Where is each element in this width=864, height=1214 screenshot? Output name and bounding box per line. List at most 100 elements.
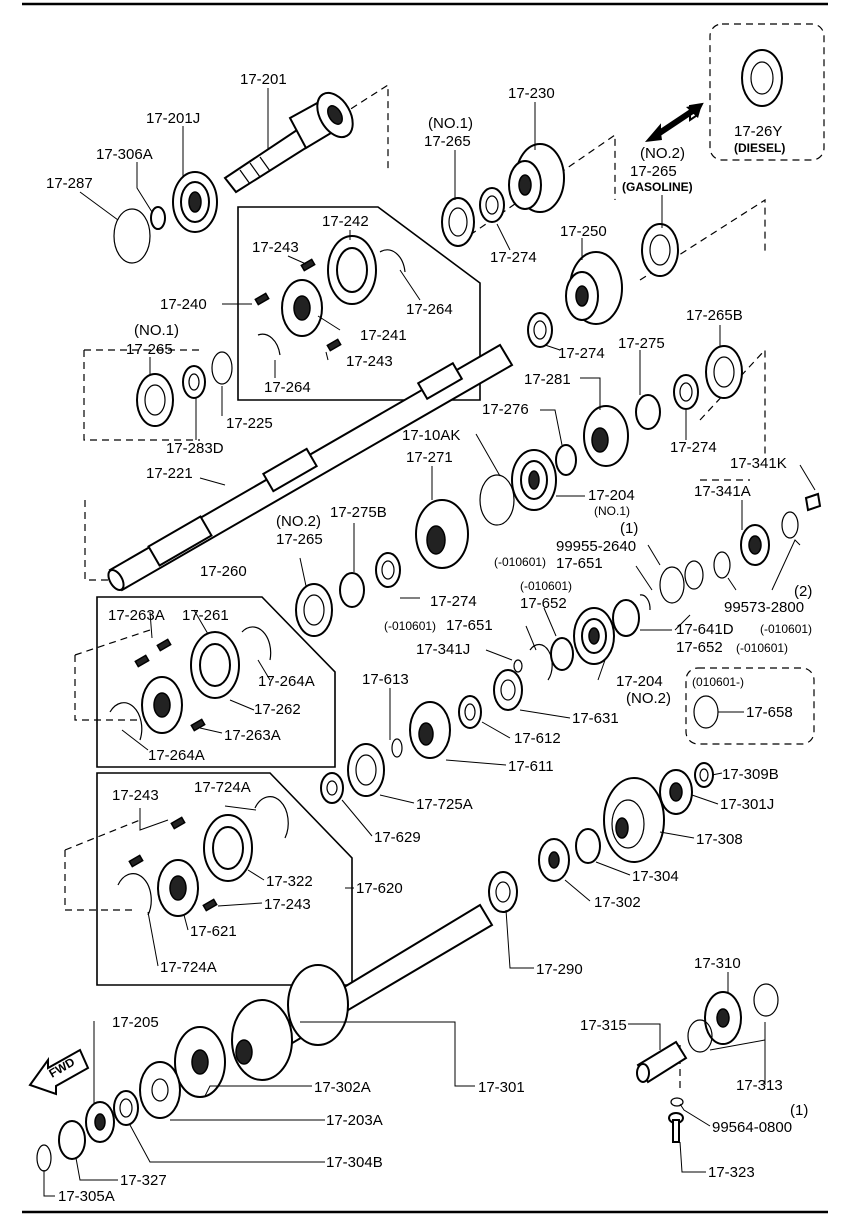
label-17-724a-b: 17-724A <box>160 959 217 976</box>
label-17-265-c: 17-265 <box>126 341 173 358</box>
label-17-613: 17-613 <box>362 671 409 688</box>
sleeve-17-322 <box>203 814 253 882</box>
counter-shaft-17-301 <box>231 903 494 1081</box>
label-17-274-b: 17-274 <box>558 345 605 362</box>
label-17-341k: 17-341K <box>730 455 787 472</box>
label-17-221: 17-221 <box>146 465 193 482</box>
guide-no1-265-left <box>83 350 200 441</box>
guide-main-shaft <box>84 500 110 581</box>
spring-17-264-b <box>257 333 281 356</box>
label-010601-a: (-010601) <box>494 555 546 569</box>
label-17-652-b: 17-652 <box>676 639 723 656</box>
label-17-641d: 17-641D <box>676 621 734 638</box>
synchro-ring-17-265-no2-a <box>641 223 679 277</box>
label-q1-b: (1) <box>790 1102 808 1119</box>
label-010601-e: (-010601) <box>736 641 788 655</box>
label-17-250: 17-250 <box>560 223 607 240</box>
guide-input-shaft <box>239 83 389 181</box>
label-17-271: 17-271 <box>406 449 453 466</box>
sleeve-17-275b <box>339 572 365 608</box>
gear-17-302 <box>538 838 570 882</box>
label-17-301j: 17-301J <box>720 796 774 813</box>
label-99564-0800: 99564-0800 <box>712 1119 792 1136</box>
fwd-arrow-icon <box>28 1048 90 1096</box>
label-17-10ak: 17-10AK <box>402 427 460 444</box>
label-17-302a: 17-302A <box>314 1079 371 1096</box>
label-99573-2800: 99573-2800 <box>724 599 804 616</box>
washer-17-276 <box>555 444 577 476</box>
bolt-17-323 <box>668 1112 684 1143</box>
label-17-204-b: 17-204 <box>616 673 663 690</box>
label-no1-b: (NO.1) <box>134 322 179 339</box>
ring-99573-2800-b <box>713 551 731 579</box>
label-17-243-a: 17-243 <box>252 239 299 256</box>
gear-17-281 <box>583 405 629 467</box>
gear-17-302a <box>174 1026 226 1098</box>
snap-ring-17-225 <box>211 351 233 385</box>
label-17-265-a: 17-265 <box>424 133 471 150</box>
spring-17-264a-a <box>241 626 272 661</box>
label-no2-a: (NO.2) <box>640 145 685 162</box>
gear-17-310 <box>704 991 742 1045</box>
guide-17-620-top <box>64 819 141 851</box>
bearing-17-201j <box>172 171 218 233</box>
key-17-243-d <box>170 816 186 830</box>
sleeve-17-261 <box>190 631 240 699</box>
shaft-17-315 <box>636 1040 688 1084</box>
ring-99573-2800-a <box>781 511 799 539</box>
plug-17-341k <box>804 492 822 512</box>
nut-17-309b <box>694 762 714 788</box>
bearing-17-290 <box>488 871 518 913</box>
input-shaft-17-201 <box>223 91 354 194</box>
label-no2-b: (NO.2) <box>276 513 321 530</box>
needle-bearing-17-274-d <box>375 552 401 588</box>
label-17-290: 17-290 <box>536 961 583 978</box>
leader-lines <box>43 88 816 1197</box>
key-17-243-b <box>300 258 316 272</box>
label-17-306a: 17-306A <box>96 146 153 163</box>
bearing-17-301j <box>659 769 693 815</box>
label-17-274-d: 17-274 <box>430 593 477 610</box>
sleeve-17-242 <box>327 235 377 305</box>
label-17-275: 17-275 <box>618 335 665 352</box>
washer-17-313-a <box>753 983 779 1017</box>
label-17-265b: 17-265B <box>686 307 743 324</box>
010601-option-box <box>685 667 815 745</box>
label-q2: (2) <box>794 583 812 600</box>
group-box-17-240 <box>237 206 481 401</box>
label-17-629: 17-629 <box>374 829 421 846</box>
label-17-275b: 17-275B <box>330 504 387 521</box>
label-17-243-c: 17-243 <box>112 787 159 804</box>
group-box-17-260 <box>96 596 336 768</box>
synchro-ring-17-265-no2-b <box>295 583 333 637</box>
label-17-301: 17-301 <box>478 1079 525 1096</box>
bearing-17-204-no1 <box>511 449 557 511</box>
label-no1-a: (NO.1) <box>428 115 473 132</box>
ring-17-641d <box>684 560 704 590</box>
key-17-243-c <box>326 338 342 352</box>
label-q1-a: (1) <box>620 520 638 537</box>
snap-ring-17-306a <box>150 206 166 230</box>
label-17-651-b: 17-651 <box>446 617 493 634</box>
label-010601-d: (-010601) <box>760 622 812 636</box>
guide-17-265-no2 <box>639 198 766 281</box>
label-17-612: 17-612 <box>514 730 561 747</box>
label-17-313: 17-313 <box>736 1077 783 1094</box>
ring-17-10ak <box>479 474 515 526</box>
double-arrow-icon <box>645 102 704 142</box>
label-17-243-b: 17-243 <box>346 353 393 370</box>
washer-17-652-a <box>612 599 640 637</box>
label-17-203a: 17-203A <box>326 1112 383 1129</box>
label-17-305a: 17-305A <box>58 1188 115 1205</box>
key-17-263a-c <box>190 718 206 732</box>
hub-17-621 <box>157 859 199 917</box>
label-17-263a-a: 17-263A <box>108 607 165 624</box>
label-17-264a-b: 17-264A <box>148 747 205 764</box>
main-shaft-17-221 <box>107 343 514 592</box>
label-17-341a: 17-341A <box>694 483 751 500</box>
label-17-225: 17-225 <box>226 415 273 432</box>
label-17-322: 17-322 <box>266 873 313 890</box>
label-17-265-d: 17-265 <box>276 531 323 548</box>
label-17-287: 17-287 <box>46 175 93 192</box>
label-17-201j: 17-201J <box>146 110 200 127</box>
